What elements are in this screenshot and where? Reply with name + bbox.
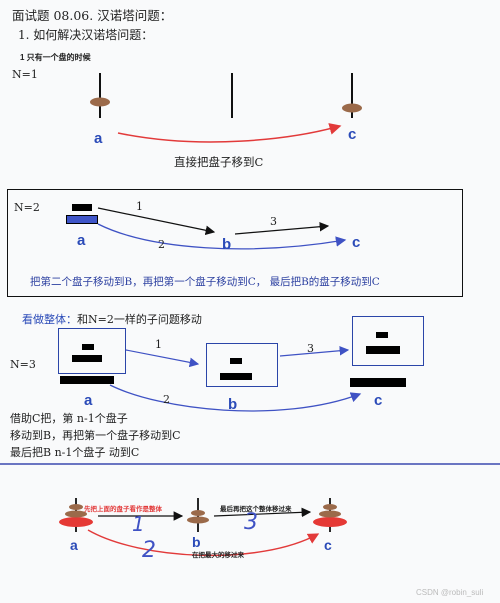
section1-n-label: N=1 xyxy=(12,68,38,81)
section3-c-disk3 xyxy=(350,378,406,387)
page-subtitle: 1. 如何解决汉诺塔问题： xyxy=(18,28,154,42)
section1-caption: 直接把盘子移到C xyxy=(174,155,264,169)
section4-step1-label: 1 xyxy=(132,512,145,536)
section3-c-disk2 xyxy=(366,346,400,354)
arrow-step2-4 xyxy=(87,529,320,557)
section3-b-disk1 xyxy=(230,358,242,364)
section3-b-disk2 xyxy=(220,373,252,380)
section4-note-a: 先把上面的盘子看作是整体 xyxy=(84,506,162,513)
section4-note-c: 最后再把这个整体移过来 xyxy=(220,506,292,513)
disk-a-4-mid xyxy=(65,510,87,518)
section3-step1-label: 1 xyxy=(155,338,162,351)
section2-peg-c-label: c xyxy=(352,234,361,251)
section3-c-disk1 xyxy=(376,332,388,338)
section2-caption: 把第二个盘子移动到B，再把第一个盘子移动到C， 最后把B的盘子移动到C xyxy=(30,276,380,288)
section2-peg-a-label: a xyxy=(77,232,86,249)
section3-explain-line3: 最后把B n-1个盘子 动到C xyxy=(10,446,140,459)
section3-explain-line2: 移动到B，再把第一个盘子移动到C xyxy=(10,429,181,442)
section3-note: 看做整体：和N=2一样的子问题移动 xyxy=(22,311,202,327)
disk-a-4-large xyxy=(59,517,93,527)
disk-c-4-mid xyxy=(319,510,341,518)
section2-step3-label: 3 xyxy=(270,215,277,228)
section3-group-box-a xyxy=(58,328,126,374)
section2-disk-large xyxy=(66,215,98,224)
section3-peg-c-label: c xyxy=(374,392,383,409)
arrow-step1-2 xyxy=(97,207,216,235)
section4-step2-label: 2 xyxy=(142,538,156,563)
arrow-step2-3 xyxy=(109,384,362,412)
disk-b-4-mid xyxy=(187,516,209,524)
section3-group-box-b xyxy=(206,343,278,387)
section1-heading: 1 只有一个盘的时候 xyxy=(20,53,91,62)
disk-c-4-small xyxy=(323,504,337,510)
arrow-a-to-c-1 xyxy=(117,123,342,143)
section3-peg-b-label: b xyxy=(228,396,238,413)
section3-step2-label: 2 xyxy=(163,393,170,406)
section4-peg-a-label: a xyxy=(70,537,78,553)
watermark: CSDN @robin_suli xyxy=(416,588,484,597)
section3-explain-line1: 借助C把，第 n-1个盘子 xyxy=(10,412,128,425)
section4-note-bottom: 在把最大的移过来 xyxy=(192,552,244,559)
section3-peg-a-label: a xyxy=(84,392,93,409)
arrow-step1-3 xyxy=(125,349,200,368)
section1-peg-c-label: c xyxy=(348,126,357,143)
section3-a-disk2 xyxy=(72,355,102,362)
section3-n-label: N=3 xyxy=(10,358,36,371)
disk-c-4-large xyxy=(313,517,347,527)
section2-disk-small xyxy=(72,204,92,211)
section2-frame xyxy=(7,189,463,297)
section3-note-highlight: 看做整体： xyxy=(22,313,77,326)
arrow-step3-4 xyxy=(213,507,312,518)
section1-peg-a-label: a xyxy=(94,130,103,147)
section2-step1-label: 1 xyxy=(136,200,143,213)
section3-group-box-c xyxy=(352,316,424,366)
arrow-step3-3 xyxy=(279,345,350,357)
section4-peg-b-label: b xyxy=(192,534,201,550)
section3-a-disk1 xyxy=(82,344,94,350)
disk-c-1 xyxy=(342,103,362,113)
arrow-step2-2 xyxy=(97,223,347,250)
arrow-step3-2 xyxy=(234,221,330,235)
disk-a-1 xyxy=(90,97,110,107)
section3-a-disk3 xyxy=(60,376,114,384)
page-title: 面试题 08.06. 汉诺塔问题： xyxy=(12,8,173,23)
section3-note-rest: 和N=2一样的子问题移动 xyxy=(77,313,202,326)
disk-b-4-small xyxy=(191,510,205,516)
section4-step3-label: 3 xyxy=(244,510,258,535)
disk-a-4-small xyxy=(69,504,83,510)
section2-peg-b-label: b xyxy=(222,236,232,253)
section3-step3-label: 3 xyxy=(307,342,314,355)
section2-n-label: N=2 xyxy=(14,201,40,214)
section2-step2-label: 2 xyxy=(158,238,165,251)
section4-peg-c-label: c xyxy=(324,537,332,553)
